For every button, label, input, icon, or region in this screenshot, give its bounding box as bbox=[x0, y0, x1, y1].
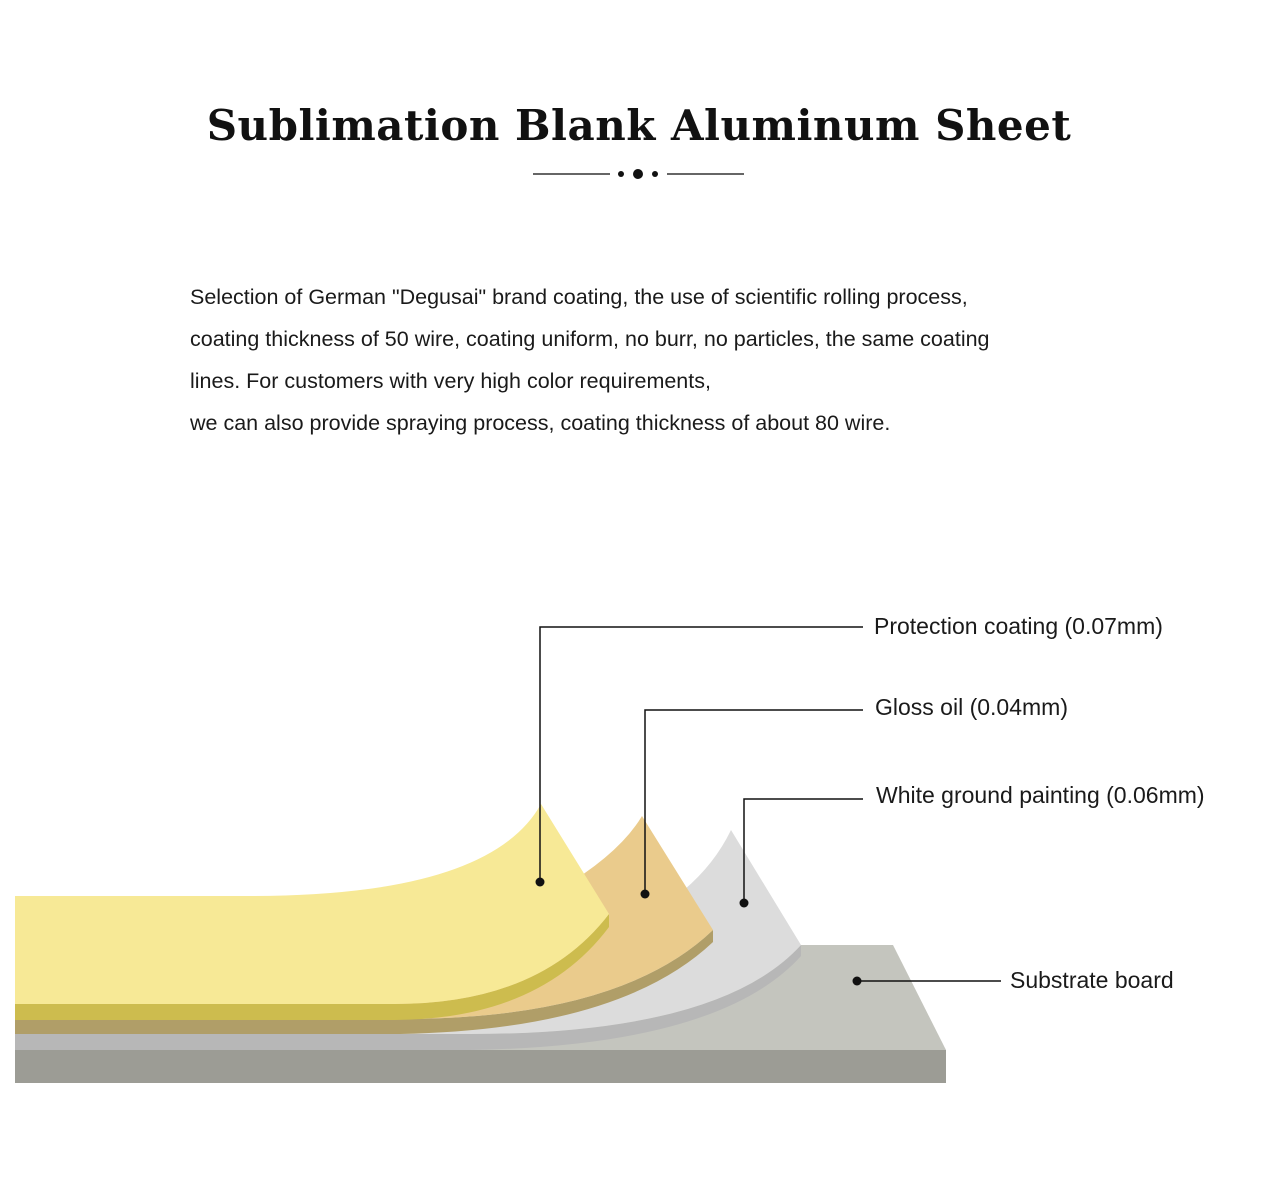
intro-line: Selection of German "Degusai" brand coat… bbox=[190, 285, 968, 309]
gloss-oil-label: Gloss oil (0.04mm) bbox=[875, 694, 1068, 720]
white-ground-layer-edge bbox=[15, 945, 801, 1050]
protection-coating-layer-edge bbox=[15, 914, 609, 1020]
callout-protection-coating: Protection coating (0.07mm) bbox=[535, 613, 1163, 887]
intro-paragraph: Selection of German "Degusai" brand coat… bbox=[190, 276, 1150, 444]
callout-gloss-oil: Gloss oil (0.04mm) bbox=[640, 694, 1068, 899]
intro-line: we can also provide spraying process, co… bbox=[190, 411, 891, 435]
layer-diagram: Protection coating (0.07mm) Gloss oil (0… bbox=[15, 613, 1205, 1083]
title-divider bbox=[533, 169, 744, 179]
callout-substrate-board: Substrate board bbox=[852, 967, 1174, 993]
substrate-board-label: Substrate board bbox=[1010, 967, 1174, 993]
white-ground-label: White ground painting (0.06mm) bbox=[876, 782, 1205, 808]
page-title: Sublimation Blank Aluminum Sheet bbox=[206, 101, 1072, 150]
intro-line: coating thickness of 50 wire, coating un… bbox=[190, 327, 990, 351]
gloss-oil-layer-edge bbox=[15, 930, 713, 1034]
substrate-board-edge bbox=[15, 1050, 946, 1083]
protection-coating-label: Protection coating (0.07mm) bbox=[874, 613, 1163, 639]
protection-coating-layer-top bbox=[15, 804, 609, 1004]
callout-white-ground: White ground painting (0.06mm) bbox=[739, 782, 1205, 908]
intro-line: lines. For customers with very high colo… bbox=[190, 369, 711, 393]
